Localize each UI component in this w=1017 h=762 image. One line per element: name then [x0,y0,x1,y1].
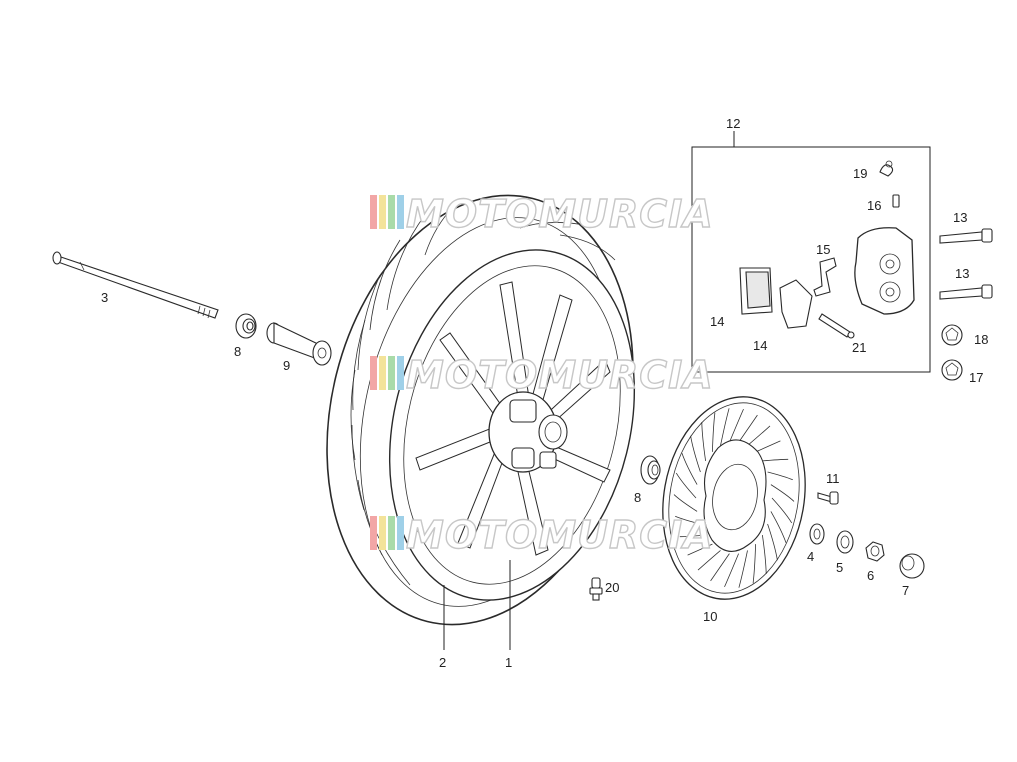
washer-4 [809,523,825,545]
disc-slot [690,435,701,473]
watermark-stripe [379,356,386,390]
callout-4: 4 [807,549,814,564]
callout-18: 18 [974,332,988,347]
watermark-stripe [388,195,395,229]
tire-valve [589,577,603,601]
axle-nut [865,541,885,562]
disc-slot [755,440,781,453]
watermark-middle: MOTOMURCIA [370,352,714,398]
disc-slot [712,412,716,452]
watermark-stripe [379,195,386,229]
bearing-right [640,455,661,485]
callout-3: 3 [101,290,108,305]
watermark-stripe [388,356,395,390]
callout-5: 5 [836,560,843,575]
disc-slot [762,458,789,462]
disc-slot [767,471,793,481]
disc-slot [679,534,706,538]
watermark-stripe [370,356,377,390]
bleed-screw [892,194,900,208]
disc-slot [771,497,793,524]
watermark-text: MOTOMURCIA [406,353,714,397]
watermark-stripe [370,516,377,550]
callout-1: 1 [505,655,512,670]
disc-slot [770,511,787,543]
brake-caliper [854,227,915,315]
callout-7: 7 [902,583,909,598]
callout-15: 15 [816,242,830,257]
callout-16: 16 [867,198,881,213]
disc-slot [767,523,778,561]
disc-slot [752,544,756,584]
callout-13-lower: 13 [955,266,969,281]
watermark-text: MOTOMURCIA [406,513,714,557]
callout-8-right: 8 [634,490,641,505]
callout-9: 9 [283,358,290,373]
disc-slot [724,553,739,588]
disc-bolt [817,491,839,505]
caliper-bolt-upper [939,228,993,244]
spacer [266,322,332,366]
disc-slot [673,494,698,512]
wheel-rim [388,249,636,601]
callout-20: 20 [605,580,619,595]
washer-5 [836,530,854,554]
pad-pin [818,313,855,339]
disc-slot [747,425,771,446]
callout-21: 21 [852,340,866,355]
disc-slot [687,543,713,556]
callout-6: 6 [867,568,874,583]
brake-disc [662,396,806,600]
callouts: 1 2 3 4 5 6 7 8 8 9 10 11 12 13 13 14 14… [101,116,988,670]
callout-10: 10 [703,609,717,624]
axle [52,251,219,319]
fastener-17 [941,359,963,381]
watermark-stripe [370,195,377,229]
watermark-stripe [379,516,386,550]
watermark-bottom: MOTOMURCIA [370,512,714,558]
disc-slot [710,553,730,582]
callout-19: 19 [853,166,867,181]
watermark-stripe [388,516,395,550]
disc-slot [770,484,795,502]
watermark-stripe [397,516,404,550]
disc-slot [738,550,748,588]
watermark-text: MOTOMURCIA [406,192,714,236]
disc-slot [738,414,758,443]
watermark-stripe [397,356,404,390]
bearing-left [235,313,257,339]
callout-8-left: 8 [234,344,241,359]
callout-11: 11 [826,471,840,486]
caliper-bolt-lower [939,284,993,300]
fastener-18 [941,324,963,346]
callout-14-left: 14 [710,314,724,329]
disc-slot [681,453,698,485]
disc-slot [675,472,697,499]
disc-slot [729,408,744,443]
brake-caliper-kit-box [691,146,931,373]
leader-lines [443,131,735,650]
pad-spring [813,257,837,297]
watermark-top: MOTOMURCIA [370,191,714,237]
disc-slot [762,535,767,575]
callout-13-upper: 13 [953,210,967,225]
axle-cap [899,553,925,579]
callout-2: 2 [439,655,446,670]
disc-slot [697,550,721,571]
callout-12: 12 [726,116,740,131]
disc-slot [675,515,701,525]
disc-slot [701,421,706,461]
disc-slot [720,408,730,446]
callout-14-right: 14 [753,338,767,353]
bleed-cap [879,160,894,177]
brake-pad-right [779,279,813,329]
watermark-stripe [397,195,404,229]
callout-17: 17 [969,370,983,385]
brake-pad-left [739,267,773,315]
